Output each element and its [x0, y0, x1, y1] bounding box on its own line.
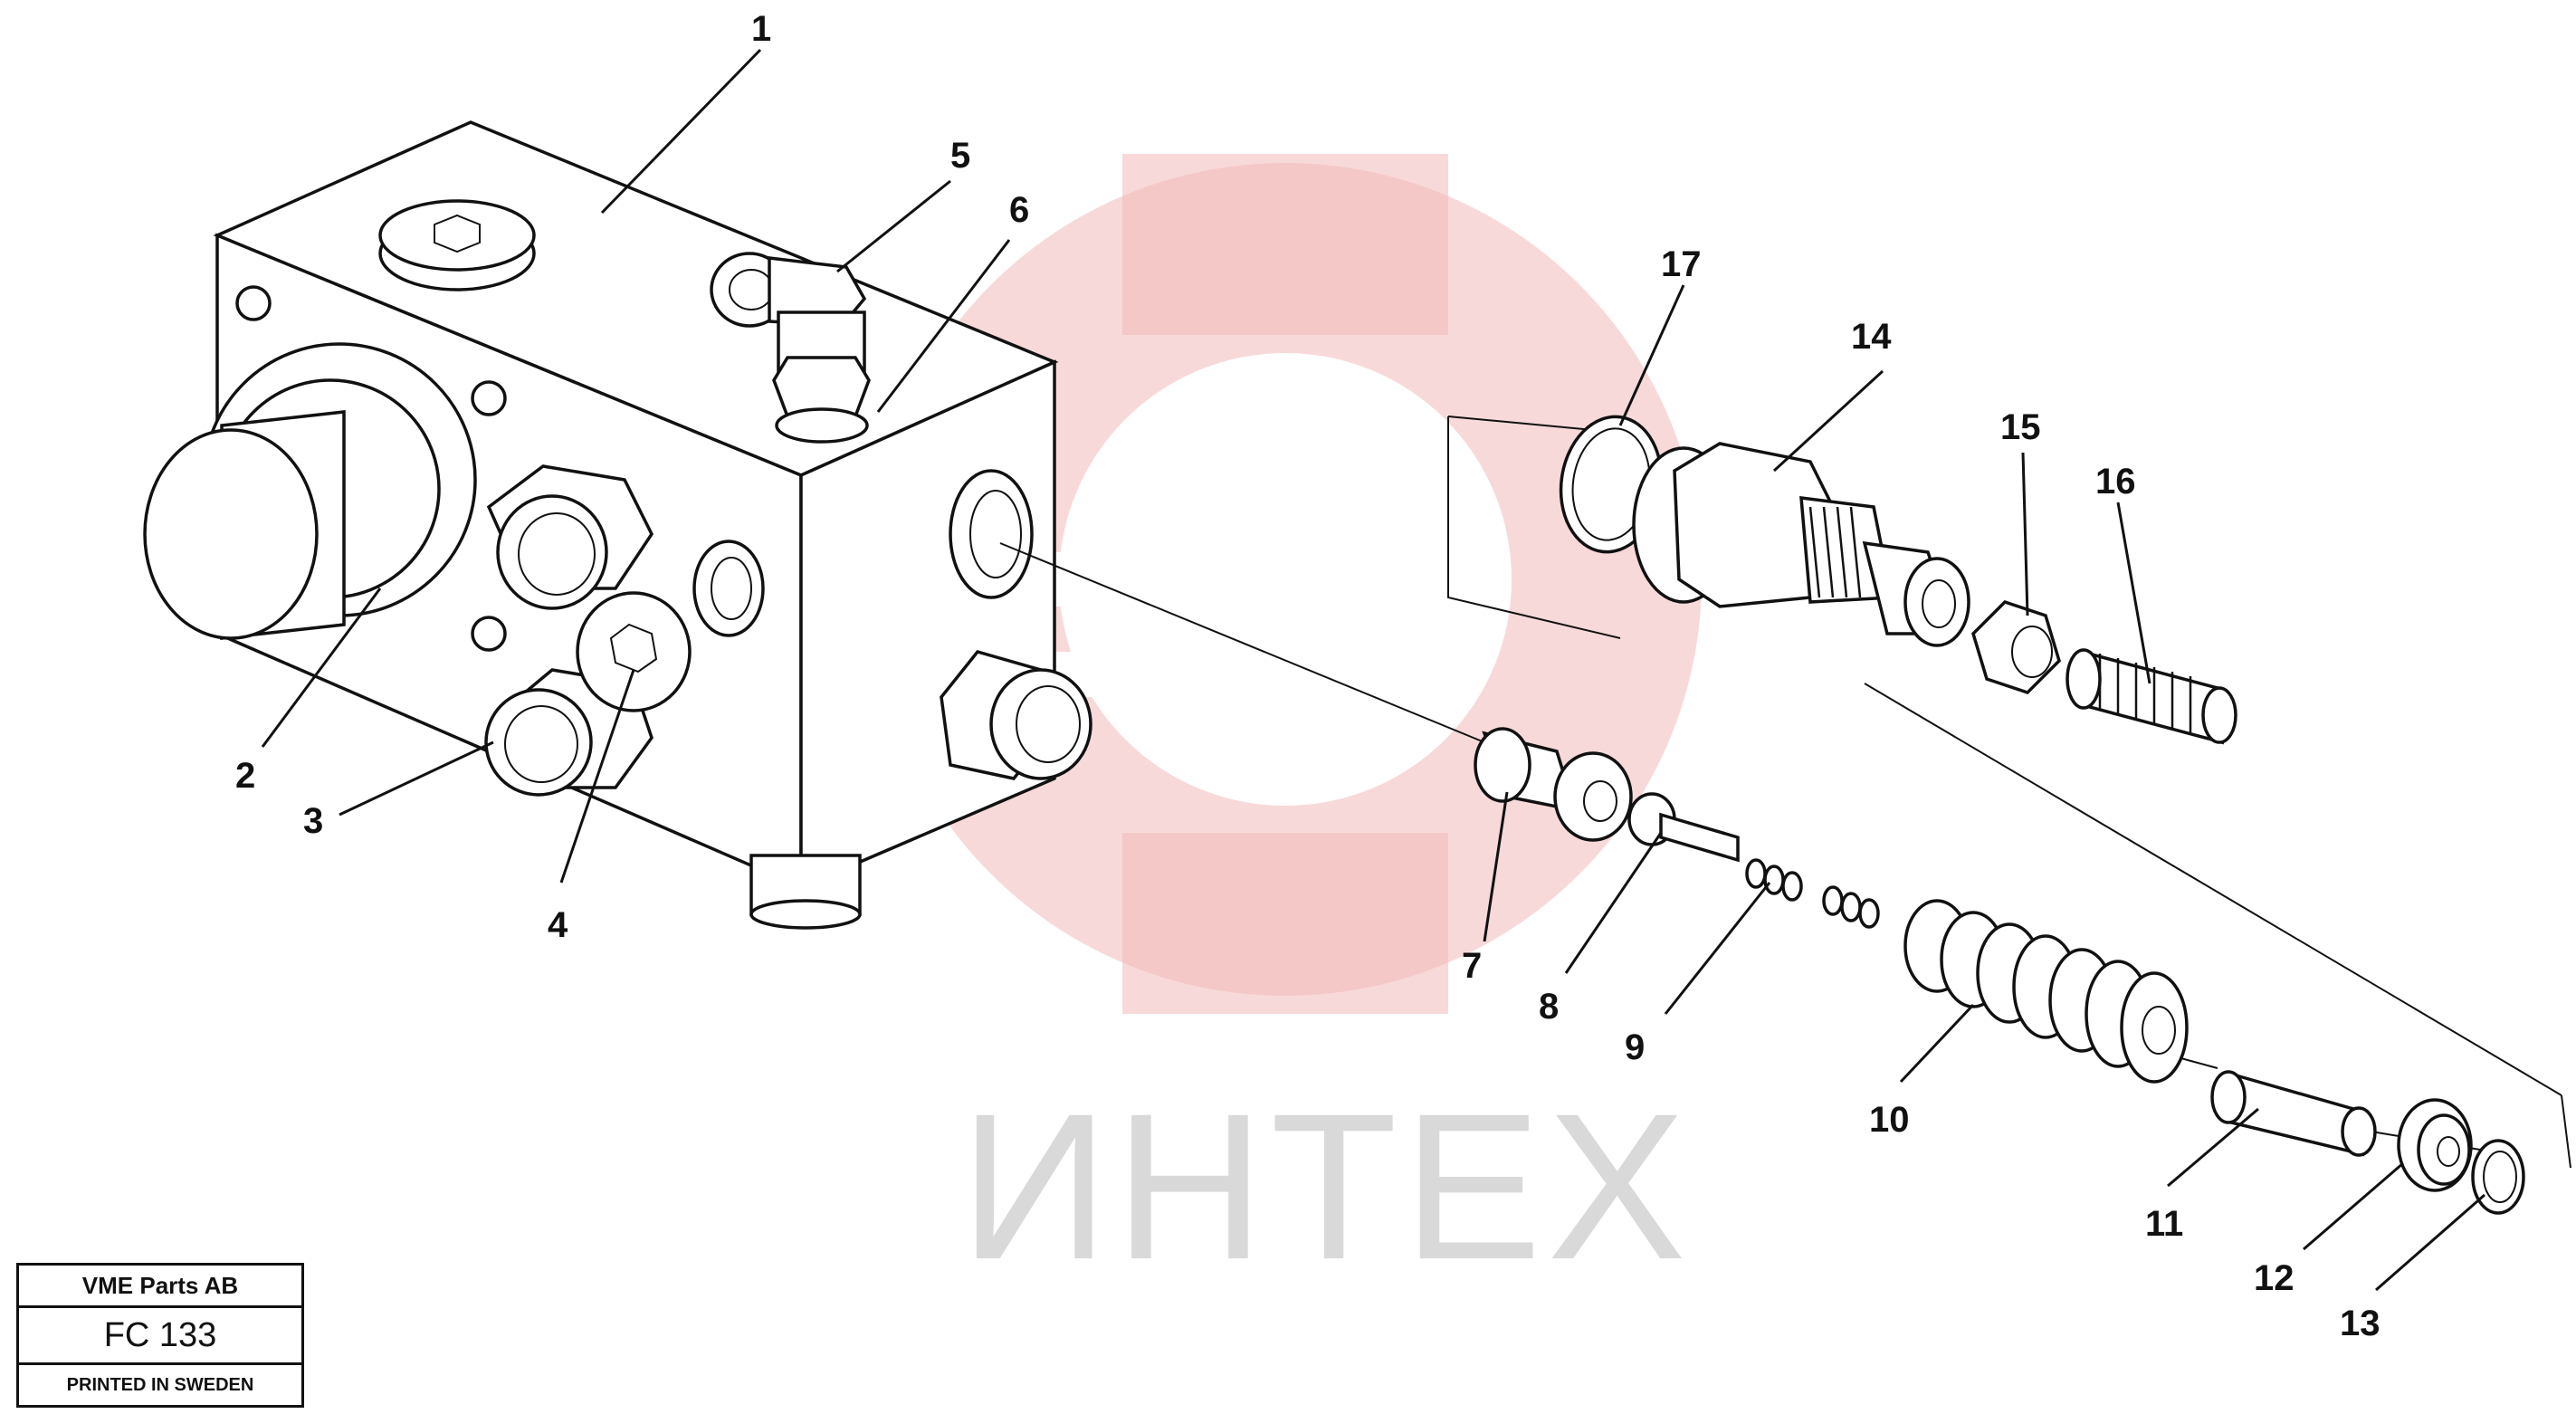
title-block: VME Parts AB FC 133 PRINTED IN SWEDEN [16, 1263, 304, 1408]
callout-7: 7 [1462, 946, 1482, 986]
cap-part-2 [143, 342, 477, 640]
elbow-fitting-part-5 [710, 252, 867, 377]
callout-10: 10 [1869, 1100, 1910, 1140]
title-block-printed: PRINTED IN SWEDEN [66, 1375, 254, 1395]
callout-5: 5 [950, 136, 970, 176]
leader-lines [261, 48, 2485, 1292]
washer-part-12 [2397, 1098, 2473, 1192]
callout-9: 9 [1625, 1027, 1645, 1067]
callout-12: 12 [2254, 1258, 2295, 1298]
adjuster-housing-part-14 [1632, 442, 1970, 647]
set-screw-part-16 [2066, 648, 2237, 745]
callout-labels: 1 2 3 4 5 6 7 8 9 10 11 12 13 14 15 16 1… [235, 9, 2380, 1343]
pin-part-11 [2210, 1070, 2377, 1157]
poppet-part-8 [1553, 751, 1740, 863]
callout-2: 2 [235, 756, 255, 796]
disc-spring-stack-part-10 [1903, 899, 2189, 1084]
spring-part-9 [1745, 858, 1880, 929]
callout-16: 16 [2095, 462, 2136, 502]
title-block-company: VME Parts AB [19, 1266, 301, 1308]
nut-part-15 [1971, 599, 2061, 695]
nut-part-6 [772, 356, 871, 444]
title-block-code: FC 133 [19, 1308, 301, 1365]
callout-14: 14 [1851, 317, 1892, 357]
callout-15: 15 [2000, 407, 2041, 447]
ring-part-13 [2471, 1139, 2525, 1215]
sleeve-part-7 [1474, 727, 1578, 813]
callout-8: 8 [1539, 987, 1559, 1027]
callout-11: 11 [2145, 1204, 2183, 1244]
callout-4: 4 [548, 905, 568, 945]
callout-6: 6 [1009, 190, 1029, 230]
watermark-text: ИНТЕХ [959, 1070, 1692, 1303]
plug-part-4 [576, 540, 765, 712]
callout-17: 17 [1661, 244, 1702, 284]
callout-3: 3 [303, 801, 323, 841]
callout-1: 1 [751, 9, 771, 49]
callout-13: 13 [2340, 1304, 2380, 1343]
